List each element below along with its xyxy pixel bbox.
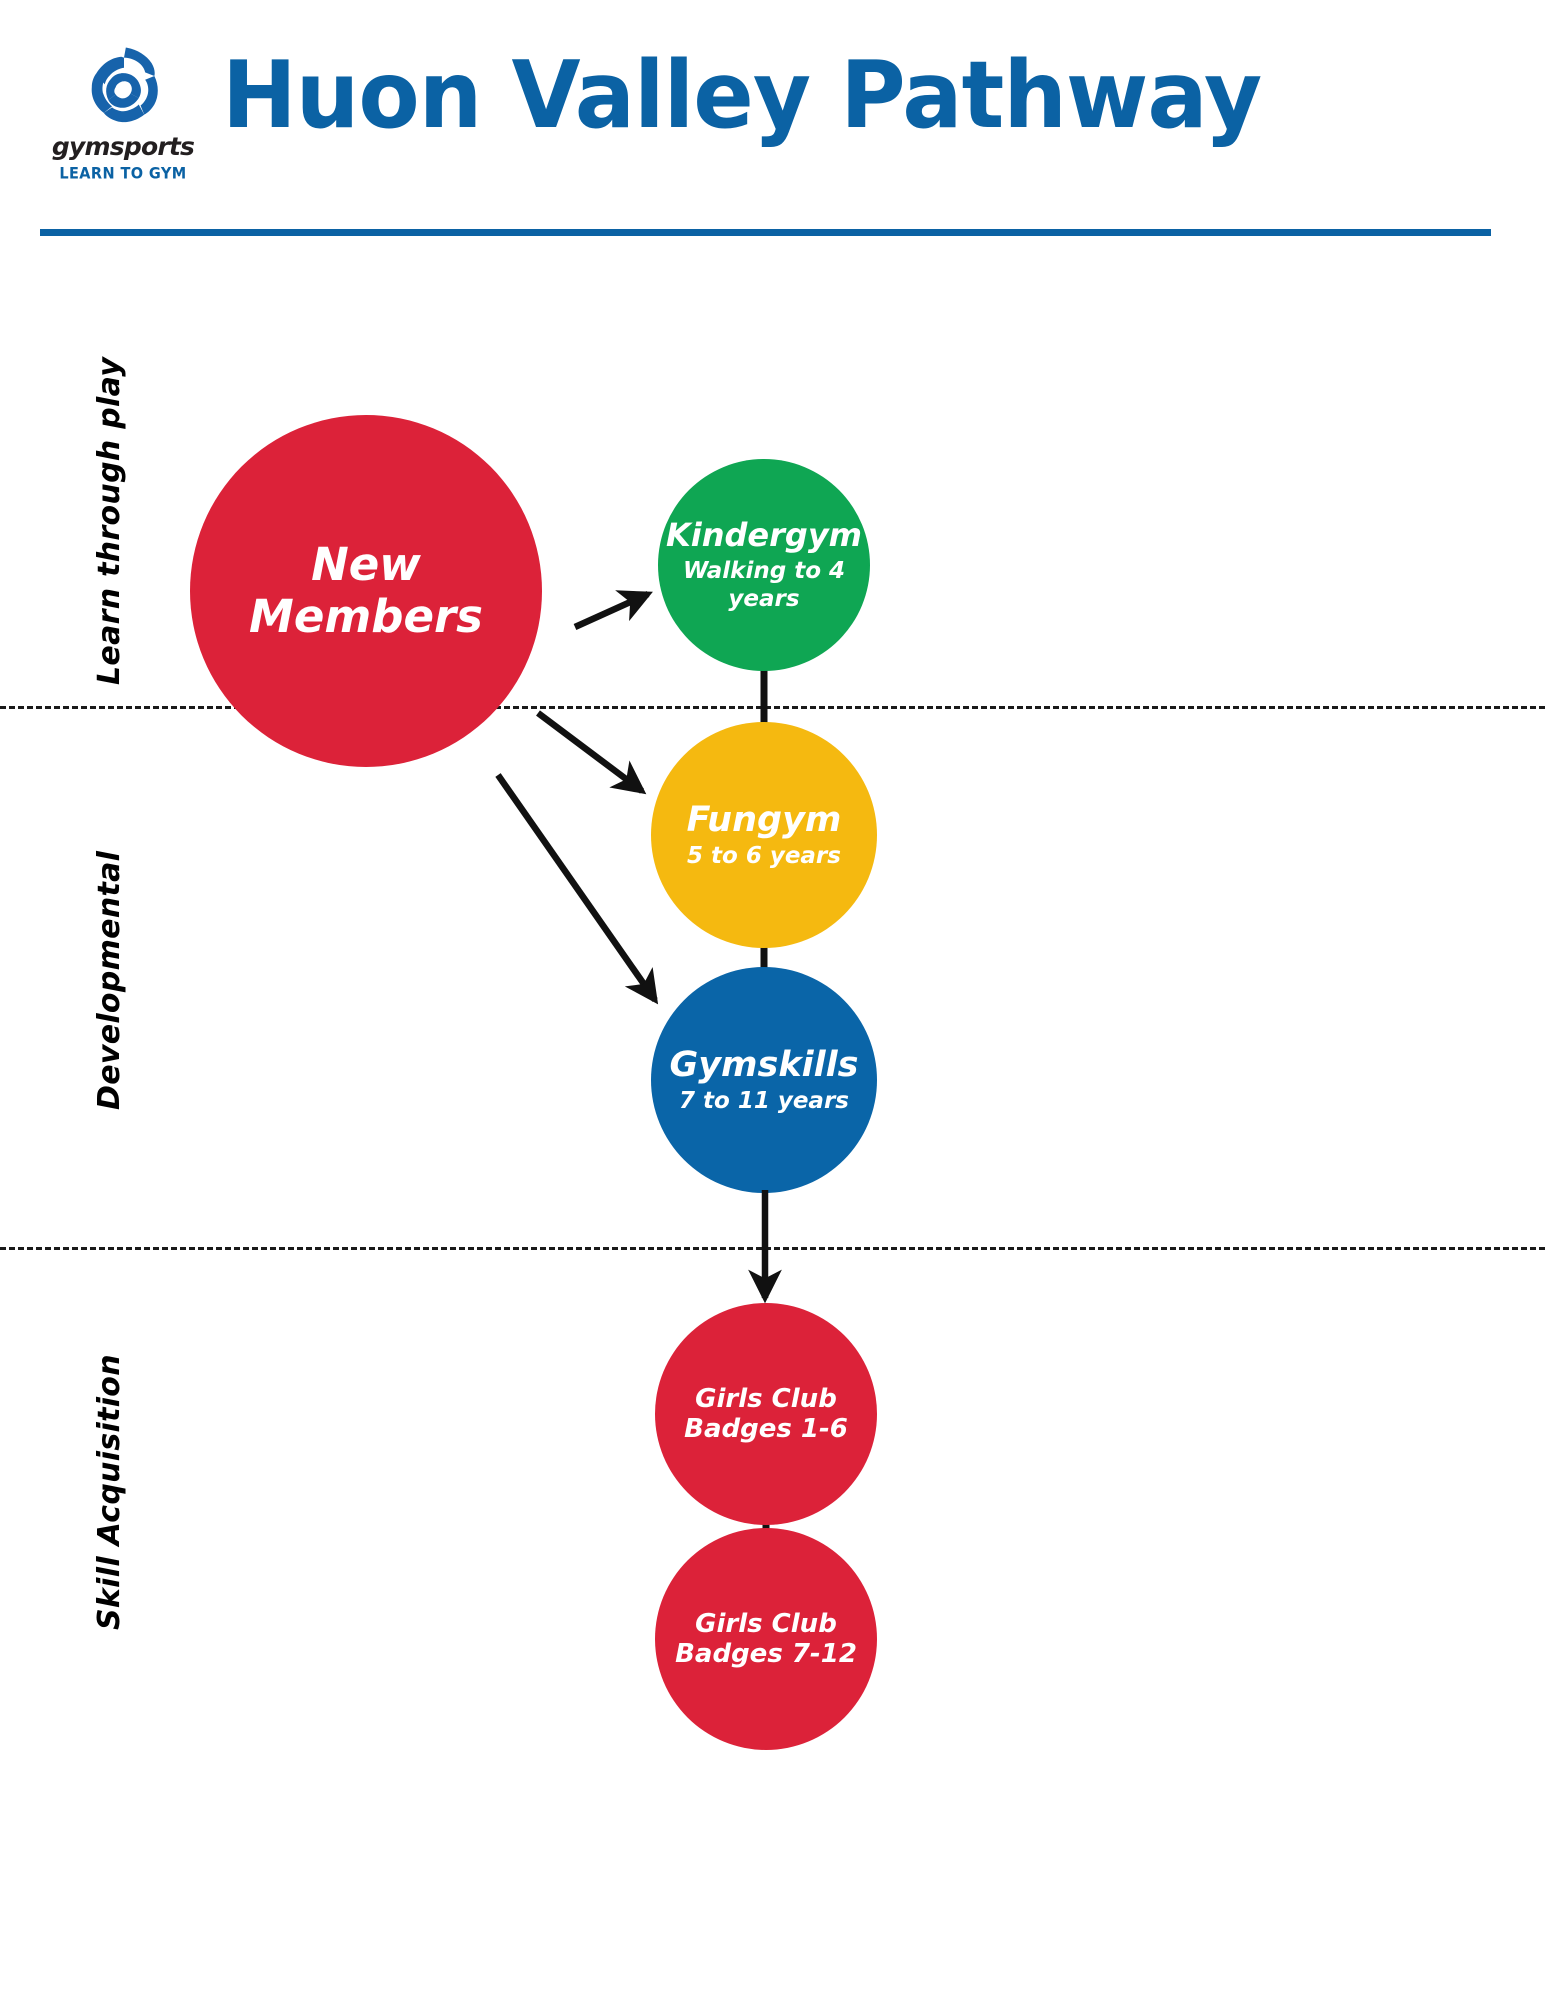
node-girls-1-6-line1: Girls Club: [695, 1383, 837, 1414]
gymsports-logo: gymsports LEARN TO GYM: [48, 42, 198, 192]
band-divider-2: [0, 1247, 1545, 1250]
node-girls-club-badges-7-12[interactable]: Girls Club Badges 7-12: [655, 1528, 877, 1750]
node-girls-7-12-line1: Girls Club: [695, 1608, 837, 1639]
node-girls-1-6-line2: Badges 1-6: [684, 1414, 848, 1444]
node-girls-7-12-line2: Badges 7-12: [675, 1639, 857, 1669]
node-fungym-title: Fungym: [686, 799, 842, 840]
stage-label-skill-acquisition: Skill Acquisition: [92, 1354, 127, 1630]
stage-label-learn-through-play: Learn through play: [92, 356, 127, 685]
gymsports-wordmark: gymsports: [51, 132, 195, 161]
node-new-members-line2: Members: [249, 590, 483, 643]
node-kindergym-subtitle: Walking to 4 years: [682, 558, 846, 612]
node-kindergym-title: Kindergym: [665, 516, 863, 555]
band-divider-1: [0, 706, 1545, 709]
gymsports-tagline: LEARN TO GYM: [59, 164, 187, 183]
node-girls-club-badges-1-6[interactable]: Girls Club Badges 1-6: [655, 1303, 877, 1525]
node-fungym[interactable]: Fungym 5 to 6 years: [651, 722, 877, 948]
node-gymskills-title: Gymskills: [669, 1044, 859, 1085]
arrow-newmembers-to-fungym: [536, 710, 647, 795]
gymsports-swirl-icon: [78, 42, 170, 134]
arrow-newmembers-to-kindergym: [573, 590, 653, 630]
node-kindergym[interactable]: Kindergym Walking to 4 years: [658, 459, 870, 671]
header-divider: [40, 229, 1491, 236]
node-new-members[interactable]: New Members: [190, 415, 542, 767]
node-gymskills[interactable]: Gymskills 7 to 11 years: [651, 967, 877, 1193]
page-title: Huon Valley Pathway: [222, 41, 1262, 149]
stage-label-developmental: Developmental: [92, 850, 127, 1110]
arrow-newmembers-to-gymskills: [495, 773, 659, 1005]
poster-header: gymsports LEARN TO GYM Huon Valley Pathw…: [0, 0, 1545, 240]
node-gymskills-subtitle: 7 to 11 years: [679, 1088, 849, 1115]
node-fungym-subtitle: 5 to 6 years: [687, 843, 841, 870]
node-new-members-line1: New: [311, 537, 421, 591]
